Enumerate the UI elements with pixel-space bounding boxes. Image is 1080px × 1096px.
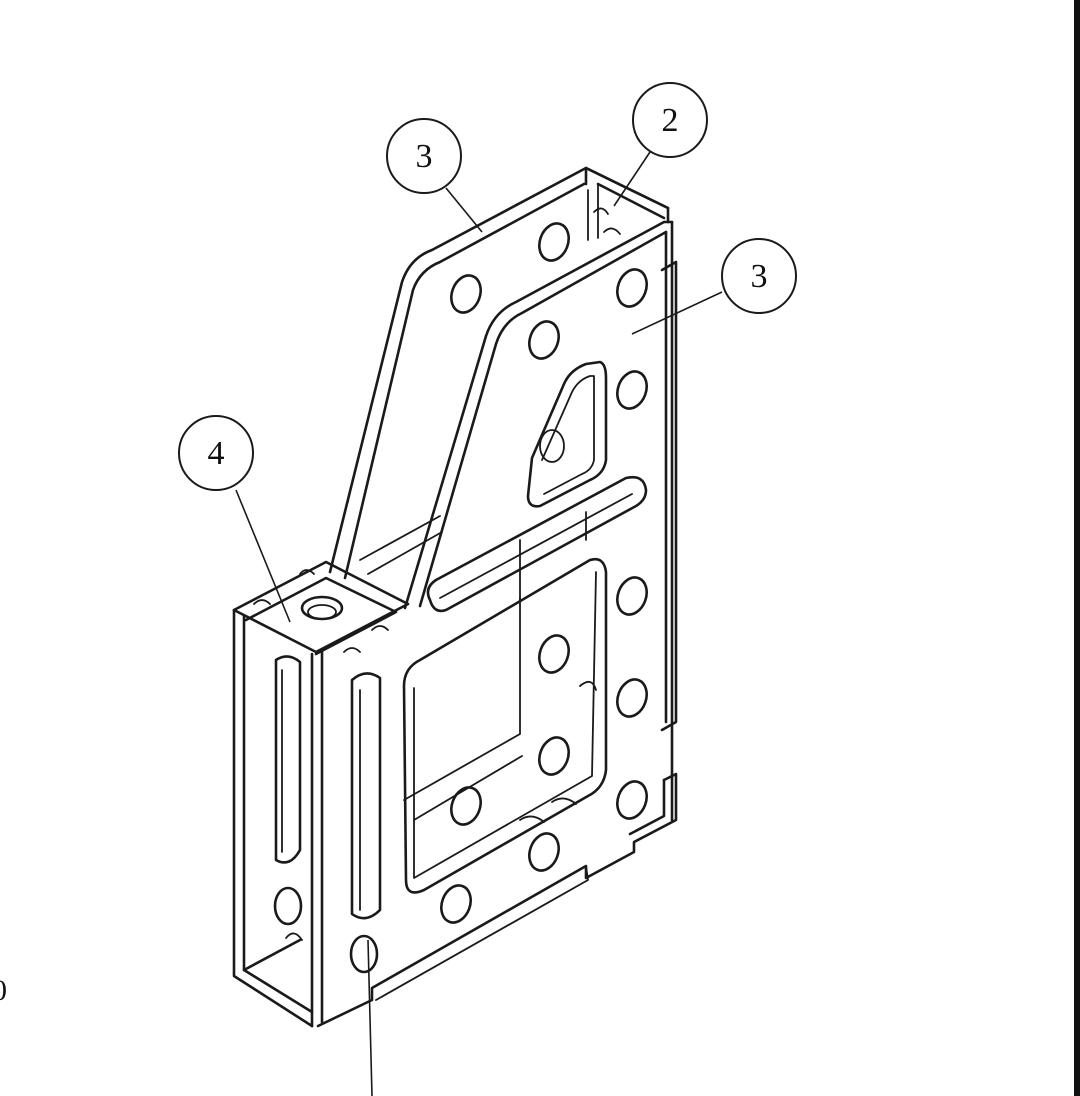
balloon-4: 4: [178, 415, 254, 491]
leader-balloon-4: [235, 489, 291, 623]
balloon-2-label: 2: [662, 102, 679, 139]
balloon-3-right-label: 3: [751, 258, 768, 295]
balloon-4-label: 4: [208, 435, 225, 472]
leader-lines: [235, 151, 723, 1096]
leader-bottom: [367, 939, 373, 1096]
balloon-2: 2: [632, 82, 708, 158]
balloon-3-right: 3: [721, 238, 797, 314]
leader-balloon-2: [613, 151, 651, 207]
edge-mark-left-bottom: 0: [0, 974, 7, 1007]
balloon-3-top-label: 3: [416, 138, 433, 175]
leader-balloon-3-right: [631, 291, 723, 335]
right-border: [1074, 0, 1080, 1096]
edge-mark-left-middle: .: [0, 586, 2, 619]
balloon-3-top: 3: [386, 118, 462, 194]
bracket-assembly: [232, 166, 678, 1028]
leader-balloon-3-top: [445, 187, 483, 233]
